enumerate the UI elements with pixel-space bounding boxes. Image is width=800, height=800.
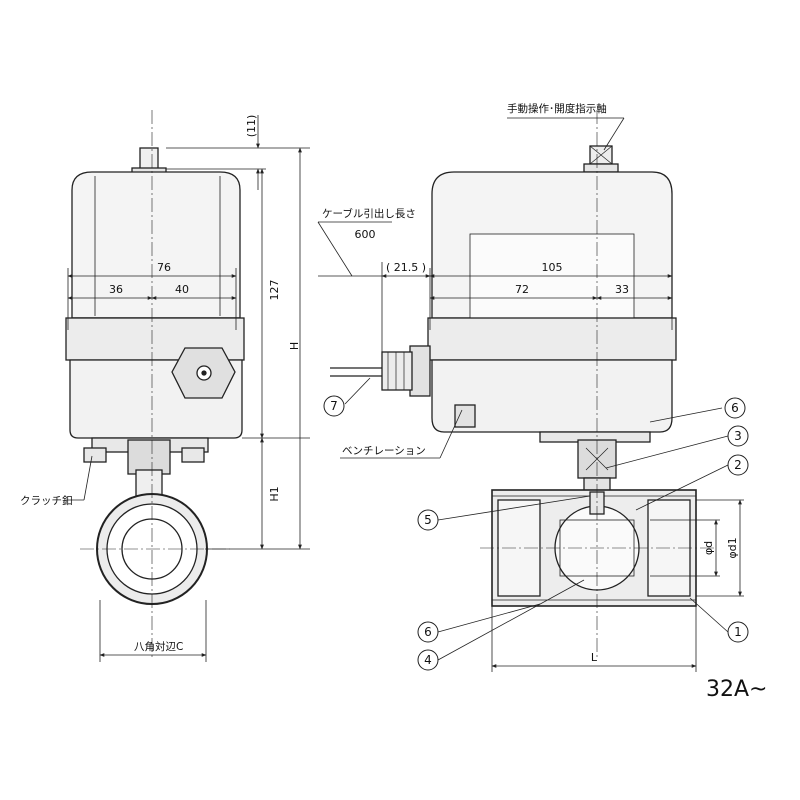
right-dimensions: [317, 117, 744, 672]
dim-width-left: 36: [109, 283, 123, 296]
dim-height-upper: 127: [268, 280, 281, 301]
dim-height-lower: H1: [268, 486, 281, 501]
label-clutch-pin: クラッチ釦: [20, 494, 73, 507]
label-cable-value: 600: [355, 228, 376, 241]
callout-6-upper: 6: [731, 401, 739, 415]
label-octagon: 八角対辺C: [134, 640, 183, 653]
callout-7: 7: [330, 399, 338, 413]
label-size-range: 32A~: [706, 677, 767, 702]
dim-top-offset: (11): [245, 115, 258, 138]
dim-cable-gap: ( 21.5 ): [386, 261, 426, 274]
dim-width-total: 76: [157, 261, 171, 274]
label-manual-shaft: 手動操作･開度指示軸: [507, 102, 607, 115]
left-view: [65, 110, 245, 660]
callout-6-lower: 6: [424, 625, 432, 639]
callout-1: 1: [734, 625, 742, 639]
dim-right-width-right: 33: [615, 283, 629, 296]
callout-5: 5: [424, 513, 432, 527]
label-ventilation: ベンチレーション: [342, 445, 426, 457]
dim-right-width-left: 72: [515, 283, 529, 296]
dim-port: φd1: [726, 537, 739, 558]
right-view: [330, 110, 716, 660]
label-cable-length: ケーブル引出し長さ: [322, 207, 416, 220]
left-dimensions: [66, 115, 310, 662]
callouts: [323, 395, 749, 671]
callout-4: 4: [424, 653, 432, 667]
callout-3: 3: [734, 429, 742, 443]
dim-height-total: H: [288, 342, 301, 350]
callout-2: 2: [734, 458, 742, 472]
dim-bore: φd: [702, 541, 715, 555]
dim-width-right: 40: [175, 283, 189, 296]
dim-length: L: [591, 651, 598, 664]
dim-right-width-total: 105: [542, 261, 563, 274]
